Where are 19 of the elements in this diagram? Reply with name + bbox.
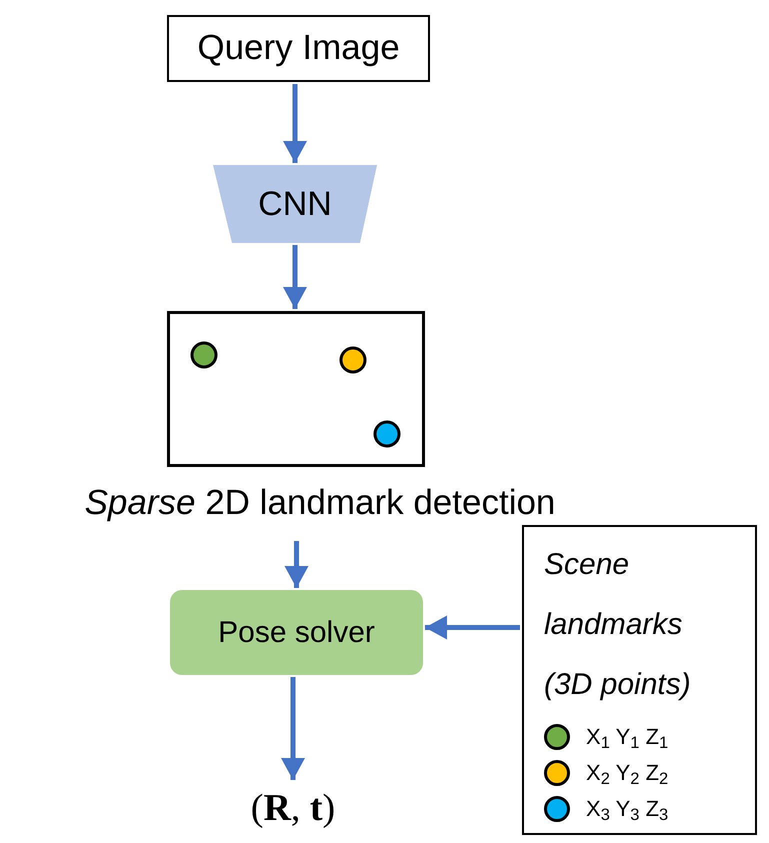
info-box	[522, 525, 757, 835]
box-heading: Scene landmarks (3D points)	[544, 547, 692, 703]
arrow	[425, 616, 520, 640]
legend-label: X$_{3}$ Y$_{3}$ Z$_{3}$	[586, 798, 668, 820]
node-label: CNN	[258, 184, 332, 224]
input-box	[167, 15, 430, 82]
image-frame	[167, 311, 425, 467]
process-box	[170, 590, 423, 675]
trapezoid-layer	[213, 165, 377, 243]
legend-label: X$_{2}$ Y$_{2}$ Z$_{2}$	[586, 762, 668, 784]
arrow	[284, 541, 308, 588]
arrow	[283, 84, 307, 163]
arrow	[281, 677, 305, 780]
node-label: Query Image	[197, 27, 400, 70]
node-label: Pose solver	[218, 615, 375, 651]
arrow	[283, 245, 307, 309]
output-label: (R, t)	[250, 786, 336, 830]
node-label: Sparse 2D landmark detection	[84, 482, 556, 524]
legend-label: X$_{1}$ Y$_{1}$ Z$_{1}$	[586, 726, 668, 748]
